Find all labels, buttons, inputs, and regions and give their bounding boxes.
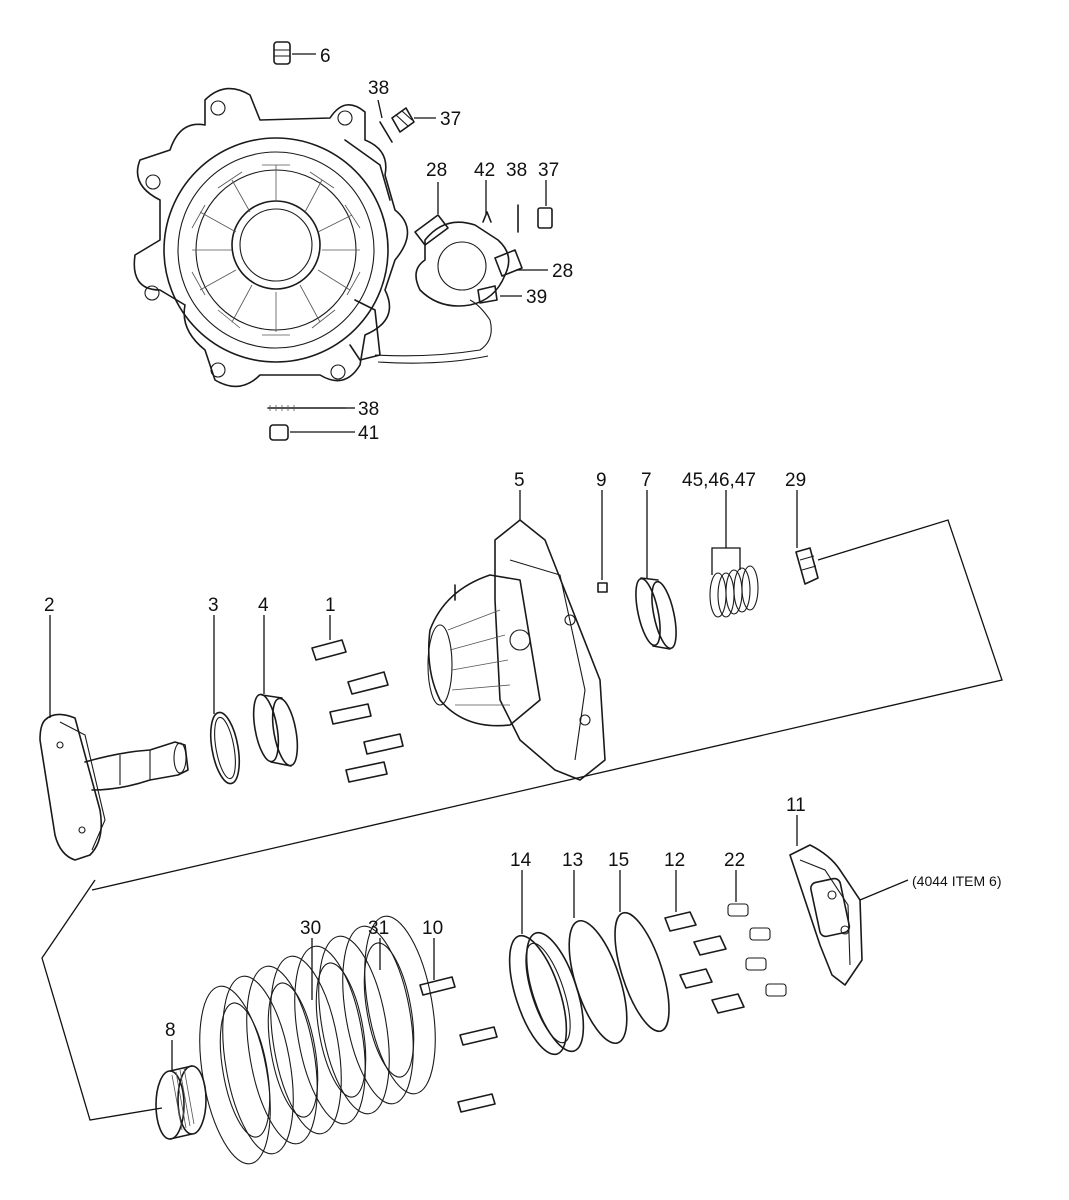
callout-38-mid: 38 xyxy=(506,160,527,181)
part-2-shaft-flange xyxy=(39,713,189,861)
callout-5: 5 xyxy=(514,470,525,491)
callout-37-mid: 37 xyxy=(538,160,559,181)
part-10-pins xyxy=(419,976,498,1113)
callout-6: 6 xyxy=(320,46,331,67)
part-12-bolts xyxy=(664,911,745,1014)
callout-28-right: 28 xyxy=(552,261,573,282)
housing-front-view xyxy=(133,87,492,388)
part-8-roller-bearing xyxy=(155,1065,207,1140)
callout-9: 9 xyxy=(596,470,607,491)
part-1-studs xyxy=(311,639,404,783)
callout-2: 2 xyxy=(44,595,55,616)
callout-3: 3 xyxy=(208,595,219,616)
callout-37-top: 37 xyxy=(440,109,461,130)
callout-39: 39 xyxy=(526,287,547,308)
part-45-springs xyxy=(709,565,759,618)
part-14-piston xyxy=(508,931,585,1056)
callout-14: 14 xyxy=(510,850,532,871)
callout-10: 10 xyxy=(422,918,443,939)
callout-22: 22 xyxy=(724,850,745,871)
callout-4: 4 xyxy=(258,595,269,616)
group-boundary-lower xyxy=(41,879,163,1121)
callout-12: 12 xyxy=(664,850,685,871)
callout-7: 7 xyxy=(641,470,652,491)
callout-42: 42 xyxy=(474,160,495,181)
clamp-bracket xyxy=(414,211,523,307)
part-11-cover xyxy=(789,844,863,986)
callout-31: 31 xyxy=(368,918,389,939)
part-22-springs xyxy=(727,903,787,997)
callout-45-46-47: 45,46,47 xyxy=(682,470,756,491)
callout-15: 15 xyxy=(608,850,629,871)
callout-11: 11 xyxy=(786,795,806,816)
group-boundary-middle xyxy=(91,519,1003,891)
callout-13: 13 xyxy=(562,850,583,871)
callout-41: 41 xyxy=(358,423,379,444)
callout-28-left: 28 xyxy=(426,160,447,181)
leader-lines xyxy=(49,53,909,1070)
callout-1: 1 xyxy=(325,595,336,616)
part-7-seal xyxy=(635,577,677,650)
part-5-housing xyxy=(427,519,606,781)
part-15-seal xyxy=(614,911,670,1033)
callout-labels: 6 38 37 28 42 38 37 28 39 38 41 5 9 7 45… xyxy=(44,46,1001,1041)
callout-8: 8 xyxy=(165,1020,176,1041)
part-13-seal xyxy=(568,919,628,1045)
note-4044-item-6: (4044 ITEM 6) xyxy=(912,873,1001,889)
callout-38-top: 38 xyxy=(368,78,389,99)
callout-38-bottom: 38 xyxy=(358,399,379,420)
part-4-bearing-cup xyxy=(252,693,299,767)
part-29-nut xyxy=(795,547,819,585)
part-9-plug xyxy=(597,582,608,593)
part-3-o-ring xyxy=(209,711,241,785)
part-30-31-clutch-plates xyxy=(199,915,436,1165)
callout-30: 30 xyxy=(300,918,321,939)
top-fasteners xyxy=(267,41,553,441)
callout-29: 29 xyxy=(785,470,806,491)
